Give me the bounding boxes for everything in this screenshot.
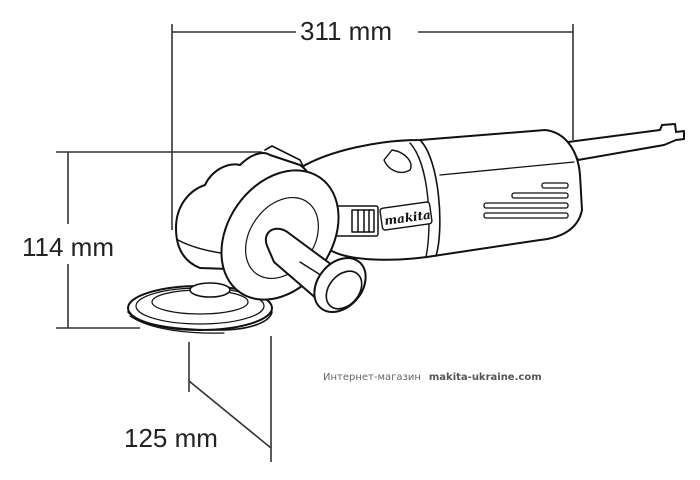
slide-switch <box>335 205 379 237</box>
vent-slots <box>483 182 569 219</box>
height-dimension-label: 114 mm <box>22 230 114 264</box>
power-cord <box>567 123 685 161</box>
length-dimension-label: 311 mm <box>296 18 396 44</box>
watermark-prefix: Интернет-магазин <box>323 372 421 383</box>
makita-logo-badge: makita <box>379 201 433 231</box>
watermark: Интернет-магазин makita-ukraine.com <box>323 372 542 383</box>
svg-text:makita: makita <box>384 208 432 228</box>
watermark-site: makita-ukraine.com <box>428 372 542 383</box>
dimension-lines <box>56 24 574 462</box>
disc-diameter-label: 125 mm <box>124 423 218 453</box>
angle-grinder-illustration: makita <box>127 123 685 334</box>
